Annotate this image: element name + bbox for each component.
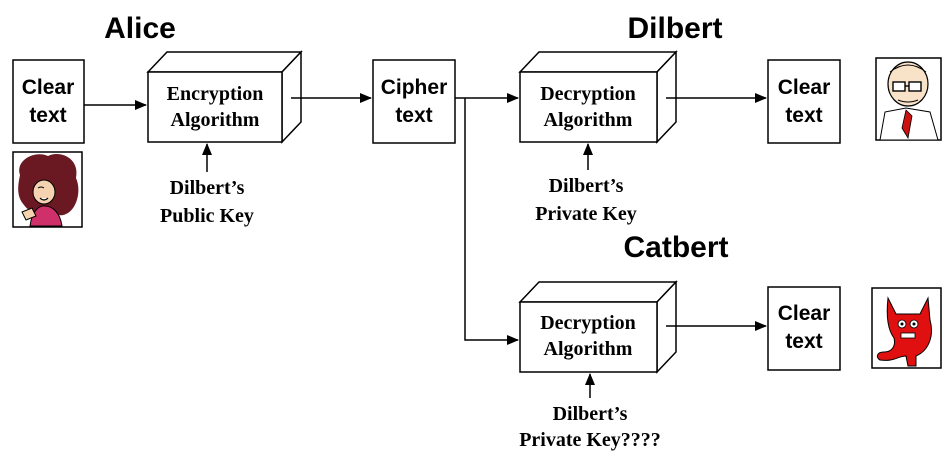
encryption-box-line1: Encryption — [167, 83, 264, 105]
dilbert-key-line2: Private Key — [535, 203, 637, 225]
actor-alice-title: Alice — [104, 12, 176, 45]
alice-cleartext-line1: Clear — [22, 76, 75, 99]
dilbert-cartoon-icon — [875, 57, 942, 141]
catbert-decryption-box: Decryption Algorithm — [518, 280, 678, 374]
dilbert-key-line1: Dilbert’s — [549, 175, 624, 197]
catbert-key-line1: Dilbert’s — [553, 403, 628, 425]
catbert-cleartext-line1: Clear — [778, 302, 831, 325]
catbert-cartoon-icon — [871, 287, 942, 369]
dilbert-decryption-line1: Decryption — [540, 83, 636, 105]
catbert-cleartext-box: Clear text — [767, 286, 841, 371]
actor-catbert-title: Catbert — [623, 231, 728, 264]
alice-cartoon-icon — [12, 151, 83, 228]
actor-dilbert-title: Dilbert — [627, 12, 722, 45]
ciphertext-box: Cipher text — [372, 59, 456, 144]
catbert-decryption-line1: Decryption — [540, 312, 636, 334]
catbert-decryption-line2: Algorithm — [544, 338, 633, 360]
catbert-cleartext-line2: text — [785, 330, 822, 353]
encryption-box-line2: Algorithm — [171, 109, 260, 131]
arrow-ciphertext-to-catbert-decryption — [464, 98, 519, 345]
dilbert-cleartext-line2: text — [785, 104, 822, 127]
ciphertext-line2: text — [395, 104, 432, 127]
encryption-algorithm-box: Encryption Algorithm — [146, 50, 303, 144]
encryption-key-line1: Dilbert’s — [170, 177, 245, 199]
catbert-key-line2: Private Key???? — [519, 429, 661, 451]
dilbert-decryption-line2: Algorithm — [544, 109, 633, 131]
dilbert-cleartext-line1: Clear — [778, 76, 831, 99]
alice-cleartext-box: Clear text — [12, 59, 85, 144]
dilbert-decryption-box: Decryption Algorithm — [518, 50, 678, 144]
alice-cleartext-line2: text — [29, 104, 66, 127]
ciphertext-line1: Cipher — [381, 76, 448, 99]
dilbert-cleartext-box: Clear text — [767, 59, 841, 144]
encryption-key-line2: Public Key — [160, 205, 254, 227]
